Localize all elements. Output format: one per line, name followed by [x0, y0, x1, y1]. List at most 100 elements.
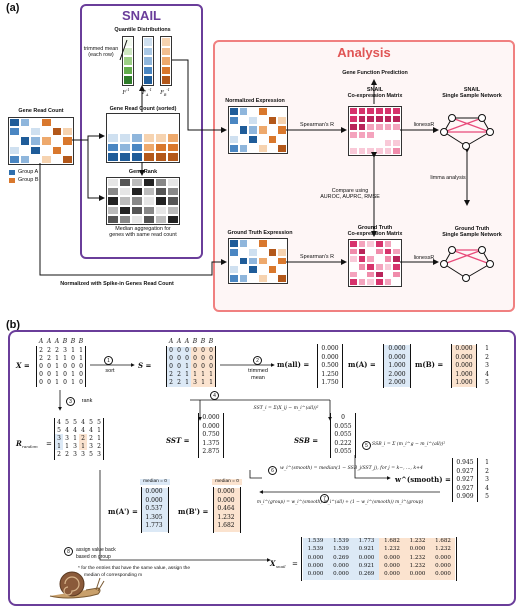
- heatmap-cell: [143, 114, 155, 124]
- x-matrix-cell: 2: [39, 347, 43, 354]
- heatmap-cell: [131, 133, 143, 143]
- heatmap-cell: [238, 107, 249, 117]
- x-snail-cell: 0.000: [435, 562, 451, 569]
- heatmap-cell: [9, 118, 20, 128]
- quantile-cell: [143, 56, 153, 66]
- m-a-prime-value: 1.773: [145, 522, 163, 529]
- heatmap-cell: [267, 116, 278, 126]
- gt-coexp-heatmap: [348, 239, 402, 287]
- r-random-bracket: [54, 418, 104, 460]
- heatmap-cell: [119, 205, 131, 215]
- heatmap-cell: [238, 247, 249, 257]
- x-matrix-cell: 2: [47, 347, 51, 354]
- f-inverse-b-label: FB-1: [160, 88, 170, 97]
- assign-label-2: based on group: [76, 554, 111, 560]
- r-random-matrix-cell: 4: [89, 427, 93, 434]
- x-matrix-cell: 0: [79, 371, 83, 378]
- gene-read-count-sorted-label: Gene Read Count (sorted): [109, 106, 177, 112]
- m-b-value: 0.000: [455, 362, 473, 369]
- r-random-matrix-cell: 3: [73, 451, 77, 458]
- heatmap-cell: [62, 136, 73, 146]
- coexp-cell: [392, 115, 401, 123]
- heatmap-cell: [41, 118, 52, 128]
- heatmap-cell: [267, 265, 278, 275]
- heatmap-cell: [143, 187, 155, 197]
- coexp-cell: [357, 247, 367, 256]
- heatmap-cell: [167, 152, 179, 162]
- heatmap-cell: [41, 136, 52, 146]
- m-a-label: m(A) =: [348, 360, 376, 369]
- coexp-cell: [349, 240, 358, 248]
- coexp-cell: [392, 270, 401, 279]
- s-matrix-cell: 2: [177, 371, 181, 378]
- m-a-value: 0.000: [388, 345, 406, 352]
- coexp-cell: [392, 107, 401, 115]
- heatmap-cell: [143, 196, 155, 206]
- gene-function-prediction-label: Gene Function Prediction: [342, 70, 408, 76]
- heatmap-cell: [258, 116, 268, 126]
- coexp-cell: [383, 107, 393, 115]
- r-random-matrix-cell: 5: [65, 419, 69, 426]
- coexp-cell: [392, 255, 401, 263]
- step-6-marker: 6: [268, 466, 277, 475]
- r-random-equals: =: [46, 440, 52, 448]
- r-random-matrix-cell: 2: [65, 451, 69, 458]
- x-snail-cell: 1.539: [333, 546, 349, 553]
- coexp-cell: [383, 123, 393, 131]
- quantile-cell: [161, 65, 171, 76]
- heatmap-cell: [248, 247, 258, 257]
- m-all-label: m(all) =: [277, 360, 310, 369]
- x-snail-cell: 1.232: [409, 562, 426, 569]
- coexp-cell: [366, 278, 375, 286]
- coexp-cell: [357, 262, 367, 271]
- coexp-cell: [349, 107, 358, 115]
- heatmap-cell: [155, 187, 167, 197]
- r-random-matrix-cell: 4: [57, 419, 61, 426]
- m-a-prime-value: 0.537: [145, 505, 163, 512]
- coexp-cell: [366, 255, 375, 263]
- heatmap-cell: [277, 274, 287, 283]
- coexp-cell: [375, 123, 384, 131]
- heatmap-cell: [267, 239, 278, 248]
- w-smooth-value: 0.909: [456, 493, 474, 500]
- coexp-cell: [366, 240, 375, 248]
- heatmap-cell: [258, 256, 268, 266]
- quantile-cell: [161, 46, 171, 57]
- heatmap-cell: [248, 134, 258, 144]
- m-b-value: 1.000: [455, 379, 473, 386]
- sst-value: 1.375: [202, 439, 220, 447]
- ssb-label: SSB =: [294, 436, 319, 445]
- ssb-value: 0: [341, 414, 345, 421]
- coexp-cell: [383, 115, 393, 123]
- s-matrix-cell: 0: [177, 355, 181, 362]
- heatmap-cell: [30, 145, 41, 155]
- w-smooth-value: 0.927: [456, 484, 474, 492]
- heatmap-cell: [119, 114, 131, 124]
- row-index-value: 1: [485, 345, 489, 352]
- coexp-cell: [366, 147, 375, 155]
- col-header-x: B: [78, 338, 84, 345]
- coexp-cell: [349, 123, 358, 131]
- quantile-distributions-label: Quantile Distributions: [114, 27, 171, 33]
- coexp-cell: [383, 247, 393, 256]
- heatmap-cell: [258, 265, 268, 275]
- coexp-cell: [349, 278, 358, 286]
- row-index-w-value: 4: [485, 484, 489, 492]
- r-random-matrix-cell: 5: [57, 427, 61, 434]
- s-label: S =: [138, 361, 152, 370]
- s-group-a-highlight: [167, 347, 191, 387]
- group-b-swatch: [9, 178, 15, 183]
- x-label: X =: [16, 361, 30, 370]
- r-random-subscript: random: [22, 444, 38, 449]
- coexp-cell: [392, 247, 401, 256]
- r-random-matrix-cell: 4: [65, 427, 69, 434]
- r-random-matrix-cell: 2: [57, 451, 61, 458]
- snail-illustration: [49, 571, 105, 599]
- coexp-cell: [357, 115, 367, 123]
- coexp-cell: [383, 240, 393, 248]
- coexp-cell: [357, 131, 367, 139]
- heatmap-cell: [107, 152, 119, 162]
- heatmap-cell: [277, 107, 287, 117]
- x-snail-cell: 0.000: [409, 546, 426, 553]
